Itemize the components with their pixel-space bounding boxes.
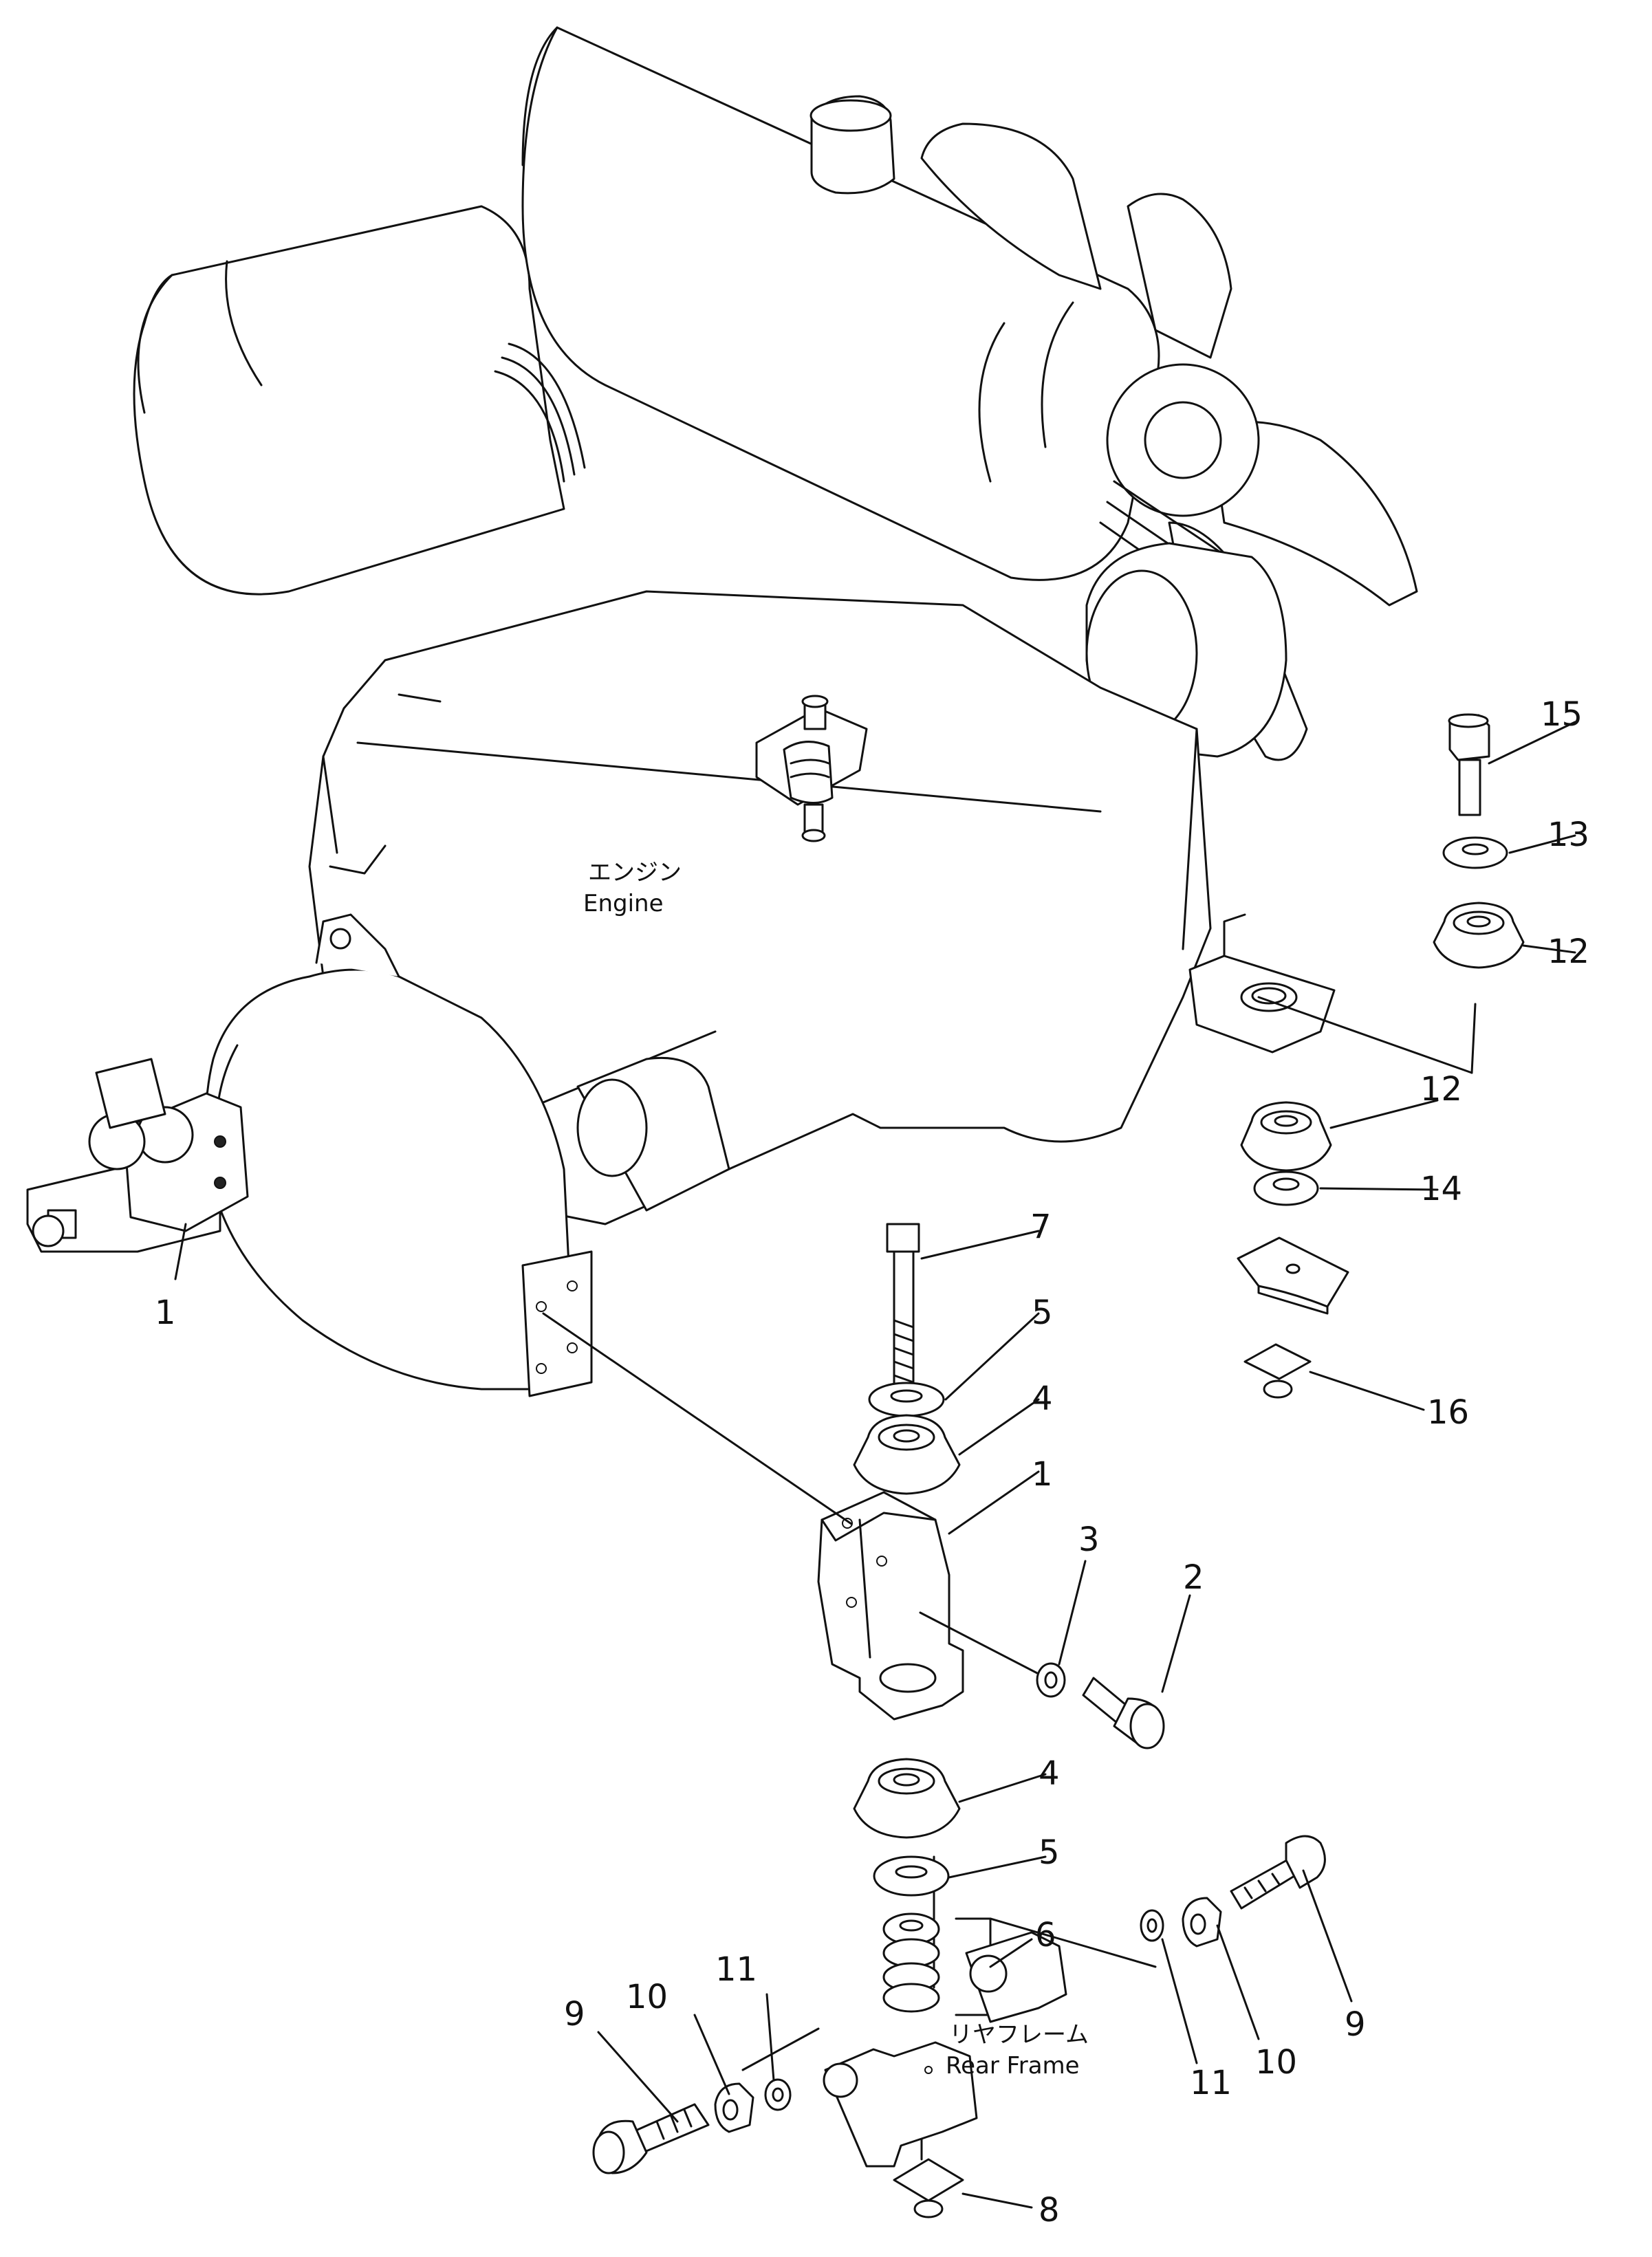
rear-frame-label-jp: リヤフレーム (949, 2021, 1089, 2049)
washer-5-lower (873, 1855, 950, 1897)
washer-14 (1253, 1170, 1319, 1206)
engine-assembly (133, 26, 1418, 1397)
callout-14: 14 (1420, 1170, 1462, 1208)
left-mount-bracket-assembly (26, 1058, 249, 1280)
callout-8: 8 (1039, 2191, 1060, 2229)
callout-5-lower: 5 (1039, 1833, 1060, 1872)
washer-11-right (1140, 1909, 1164, 1942)
nut-10-left (714, 2082, 754, 2133)
engine-fitting (755, 695, 868, 842)
rear-frame-bracket (823, 1931, 1067, 2168)
callout-10-right: 10 (1255, 2043, 1297, 2082)
callout-11-right: 11 (1190, 2064, 1232, 2102)
callout-1-center: 1 (1032, 1455, 1053, 1494)
rear-frame-label-en: Rear Frame (946, 2052, 1080, 2080)
callout-4-upper: 4 (1032, 1380, 1053, 1418)
callout-9-left: 9 (564, 1995, 585, 2034)
mount-rubber-12-lower (1240, 1101, 1332, 1172)
callout-2: 2 (1183, 1558, 1204, 1597)
callout-3: 3 (1078, 1520, 1100, 1559)
callout-4-lower: 4 (1039, 1754, 1060, 1793)
part-labels: エンジン Engine リヤフレーム Rear Frame (583, 859, 1089, 2080)
callout-6: 6 (1035, 1916, 1056, 1954)
washer-5-upper (868, 1382, 945, 1417)
callout-5-upper: 5 (1032, 1294, 1053, 1332)
callout-12-lower: 12 (1420, 1070, 1462, 1109)
nut-10-right (1182, 1897, 1222, 1948)
spring-stack-6 (882, 1912, 992, 2016)
mount-rubber-4-lower (853, 1758, 961, 1839)
engine-label-jp: エンジン (588, 859, 682, 886)
bolt-9-left (592, 2103, 710, 2174)
engine-label-en: Engine (583, 890, 664, 917)
washer-13 (1442, 836, 1508, 869)
nut-16 (1243, 1343, 1312, 1399)
starter-motor (576, 1056, 730, 1212)
muffler (521, 26, 1160, 581)
mount-rubber-12-upper (1433, 902, 1525, 969)
center-mount-bracket (817, 1491, 1041, 1721)
callout-7: 7 (1030, 1208, 1052, 1246)
bolt-9-right (1230, 1835, 1326, 1910)
callout-9-right: 9 (1345, 2005, 1366, 2044)
callout-13: 13 (1547, 816, 1589, 854)
bolt-15 (1448, 713, 1490, 816)
callout-15: 15 (1541, 695, 1583, 734)
nut-8 (893, 2158, 964, 2218)
callout-11-left: 11 (715, 1950, 757, 1989)
callout-10-left: 10 (626, 1978, 668, 2016)
callout-1-left: 1 (155, 1294, 176, 1332)
mount-rubber-4-upper (853, 1414, 961, 1495)
callout-numbers: 1 1 2 3 4 4 5 5 6 7 8 9 9 10 10 11 11 12… (155, 695, 1589, 2229)
washer-11-left (764, 2078, 792, 2111)
callout-12-upper: 12 (1547, 933, 1589, 971)
air-cleaner (133, 205, 586, 596)
bolt-2 (1082, 1677, 1165, 1749)
engine-right-mount-bracket (1188, 913, 1336, 1054)
cooling-fan (920, 122, 1418, 761)
callout-16: 16 (1427, 1393, 1469, 1432)
leader-lines (597, 721, 1576, 2209)
bolt-7 (886, 1223, 920, 1391)
assembly-guide-lines (542, 996, 1477, 2161)
washer-3 (1036, 1662, 1066, 1698)
support-plate (1237, 1236, 1349, 1315)
flywheel-housing (204, 913, 593, 1397)
